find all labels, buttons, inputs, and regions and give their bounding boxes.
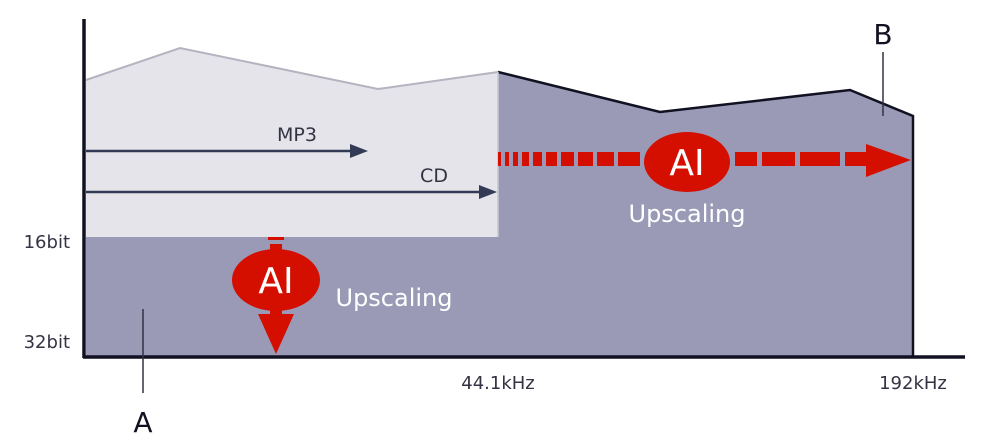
dash [800,152,840,166]
cd-arrowhead [479,185,497,199]
upscaling-caption-right: Upscaling [629,200,746,228]
dash [270,244,282,252]
dash [561,152,574,166]
dash [578,152,593,166]
upscaling-caption-down: Upscaling [336,284,453,312]
arrowhead [258,314,294,354]
original-area [86,48,498,237]
dash [522,152,529,166]
dash [505,152,509,166]
horizontal-ai-arrow [498,144,911,177]
ai-badge-right-text: AI [669,143,704,184]
dash [845,152,870,166]
dash [546,152,557,166]
arrowhead [866,144,911,177]
upscaled-area-outline [497,70,915,357]
ai-badge-right [644,132,730,192]
x-label-44khz: 44.1kHz [461,373,535,394]
dash [597,152,614,166]
dash [498,152,501,166]
dash [533,152,542,166]
mp3-arrowhead [350,144,368,158]
dash [762,152,795,166]
ai-badge-down-text: AI [258,261,293,302]
mp3-label: MP3 [277,124,317,146]
dash [268,237,284,240]
dash [735,152,757,166]
x-label-192khz: 192kHz [879,373,947,394]
y-label-16bit: 16bit [24,232,70,253]
original-area-outline [85,46,499,91]
callout-b: B [873,18,892,51]
callout-a: A [133,406,152,439]
dash [513,152,518,166]
y-label-32bit: 32bit [24,332,70,353]
cd-label: CD [420,165,448,187]
ai-badge-down [232,249,320,311]
dash [618,152,640,166]
